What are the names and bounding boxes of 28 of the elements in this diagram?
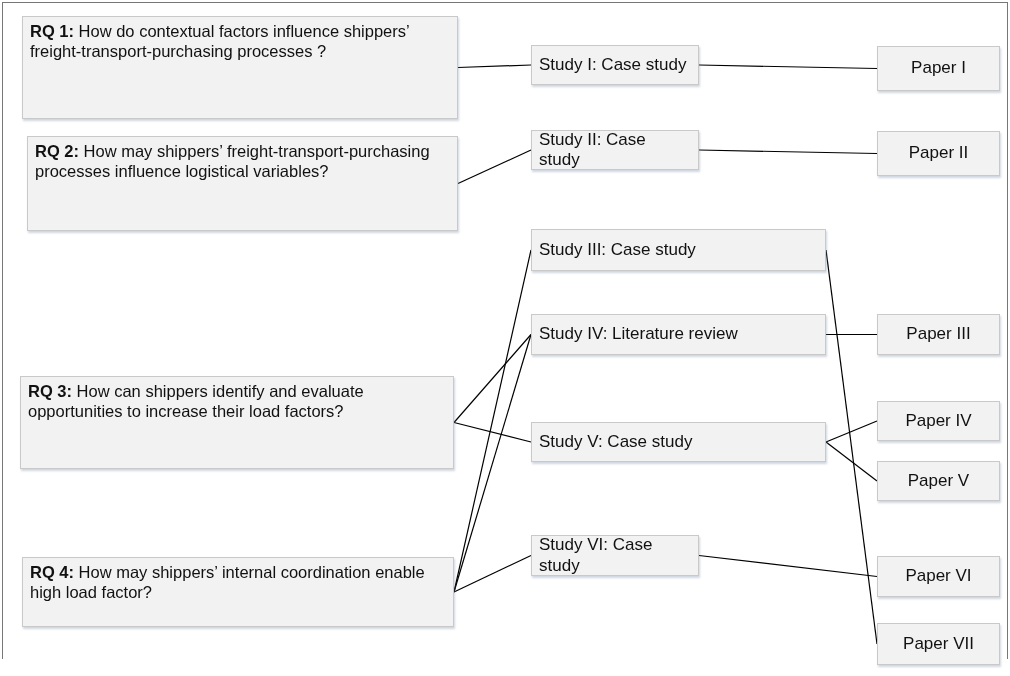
connector-line	[453, 333, 532, 424]
research-question-box: RQ 3: How can shippers identify and evaluate opportunities to increase their load factors?	[20, 376, 454, 469]
connector-line	[453, 554, 532, 593]
study-box: Study II: Case study	[531, 130, 699, 170]
study-box: Study I: Case study	[531, 45, 699, 85]
study-box: Study VI: Case study	[531, 535, 699, 576]
paper-box: Paper I	[877, 46, 1000, 91]
paper-box: Paper VI	[877, 556, 1000, 597]
paper-box: Paper III	[877, 314, 1000, 355]
research-question-box: RQ 1: How do contextual factors influence shippers’ freight-transport-purchasing processes ?	[22, 16, 458, 119]
research-question-box: RQ 2: How may shippers’ freight-transport-purchasing processes influence logistical variables?	[27, 136, 458, 231]
paper-box: Paper IV	[877, 401, 1000, 441]
paper-box: Paper V	[877, 461, 1000, 501]
study-box: Study III: Case study	[531, 229, 826, 271]
paper-box: Paper VII	[877, 623, 1000, 665]
paper-box: Paper II	[877, 131, 1000, 176]
connector-line	[825, 420, 878, 443]
connector-line	[698, 554, 878, 578]
study-box: Study V: Case study	[531, 422, 826, 462]
connector-line	[825, 333, 878, 336]
connector-line	[825, 441, 878, 482]
connector-line	[457, 149, 532, 185]
connector-line	[457, 64, 532, 69]
study-box: Study IV: Literature review	[531, 314, 826, 355]
connector-line	[698, 64, 878, 70]
connector-line	[453, 421, 532, 443]
research-question-box: RQ 4: How may shippers’ internal coordination enable high load factor?	[22, 557, 454, 627]
connector-line	[698, 149, 878, 155]
